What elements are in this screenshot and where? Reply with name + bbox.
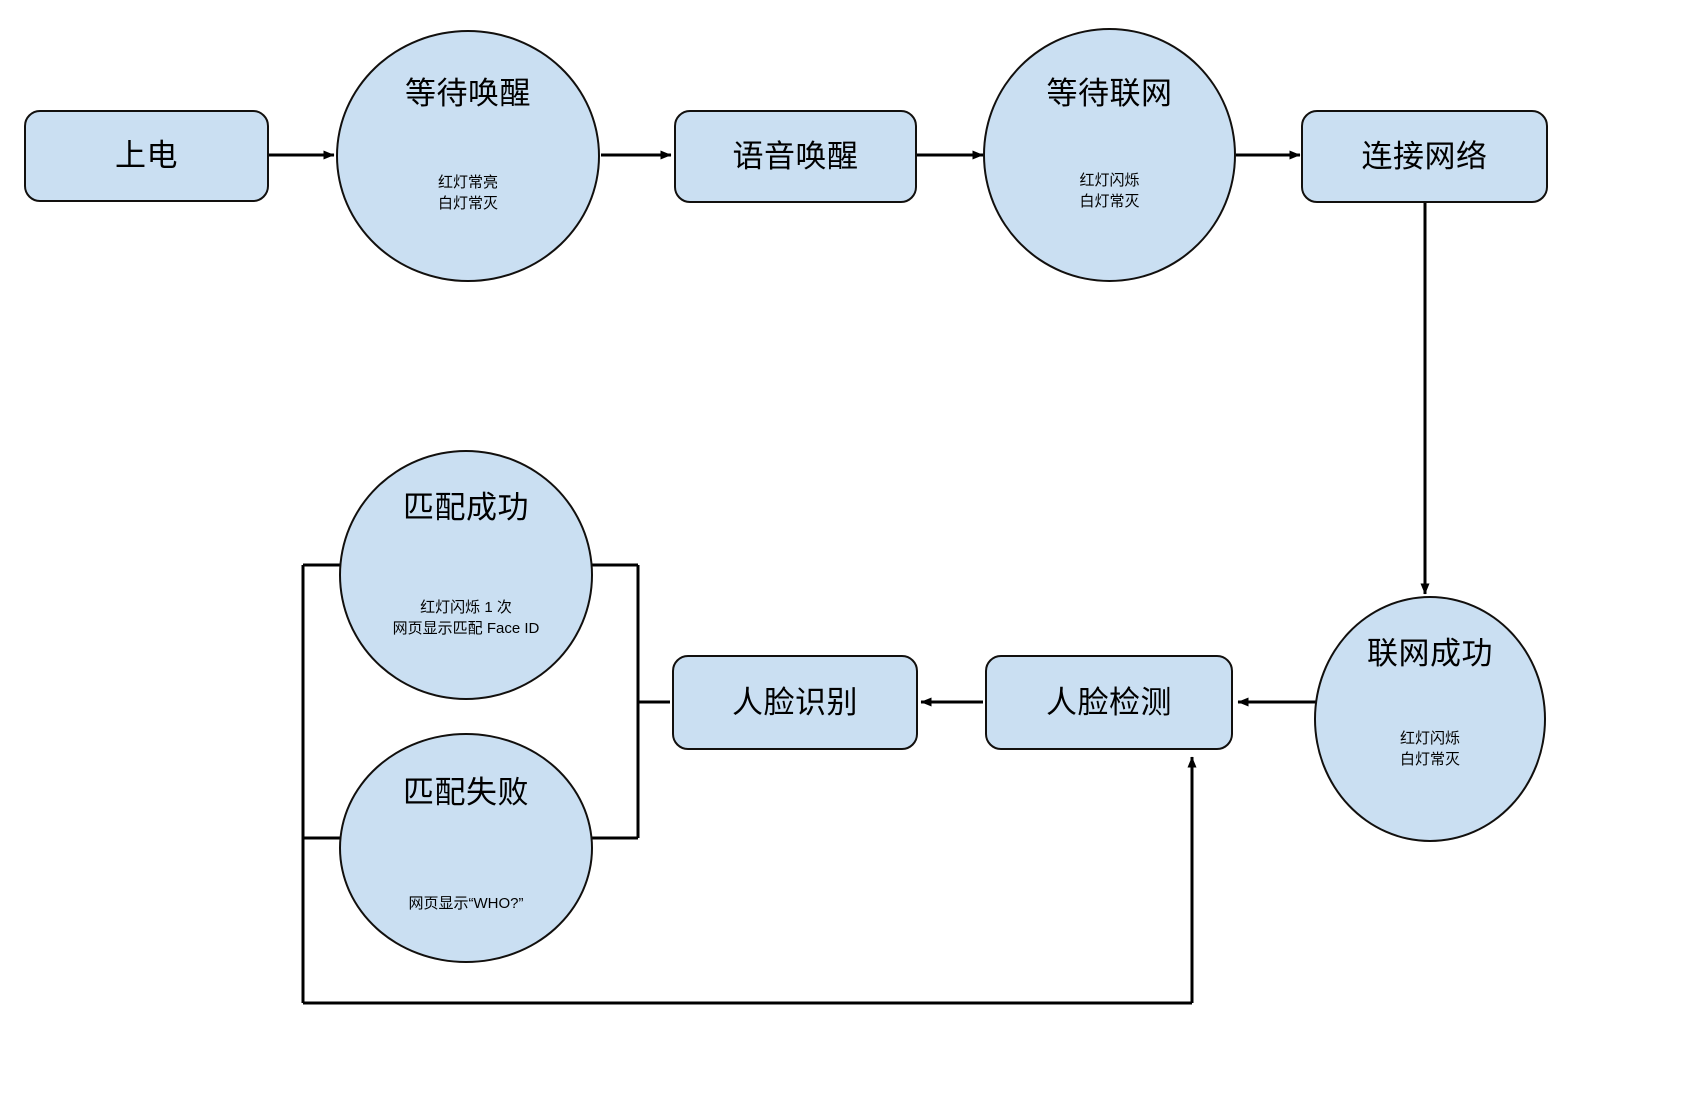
- sub-line: 红灯闪烁 1 次: [420, 598, 512, 616]
- node-voice-wakeup-title: 语音唤醒: [732, 138, 859, 174]
- node-face-recognize[interactable]: 人脸识别: [672, 655, 918, 750]
- node-power-on-title: 上电: [115, 138, 178, 174]
- node-wait-network-sub: 红灯闪烁 白灯常灭: [1079, 170, 1139, 214]
- node-face-detect-title: 人脸检测: [1046, 684, 1172, 720]
- node-wait-wakeup-sub: 红灯常亮 白灯常灭: [438, 172, 498, 216]
- sub-line: 网页显示匹配 Face ID: [392, 620, 540, 638]
- node-match-success-sub: 红灯闪烁 1 次 网页显示匹配 Face ID: [393, 597, 540, 641]
- node-network-success-sub: 红灯闪烁 白灯常灭: [1400, 728, 1460, 772]
- node-connect-network[interactable]: 连接网络: [1301, 110, 1548, 203]
- node-network-success-title: 联网成功: [1367, 636, 1493, 671]
- sub-line: 网页显示“WHO?”: [408, 894, 524, 912]
- node-match-fail-sub: 网页显示“WHO?”: [409, 893, 524, 915]
- sub-line: 白灯常灭: [437, 195, 498, 213]
- node-network-success[interactable]: 联网成功 红灯闪烁 白灯常灭: [1314, 596, 1546, 842]
- node-match-fail-title: 匹配失败: [403, 775, 529, 810]
- node-match-success-title: 匹配成功: [403, 490, 529, 525]
- node-power-on[interactable]: 上电: [24, 110, 269, 202]
- sub-line: 红灯常亮: [437, 173, 498, 191]
- node-wait-network-title: 等待联网: [1046, 76, 1173, 111]
- sub-line: 白灯常灭: [1079, 193, 1140, 211]
- node-wait-wakeup[interactable]: 等待唤醒 红灯常亮 白灯常灭: [336, 30, 600, 282]
- node-match-fail[interactable]: 匹配失败 网页显示“WHO?”: [339, 733, 593, 963]
- sub-line: 红灯闪烁: [1079, 171, 1140, 189]
- node-match-success[interactable]: 匹配成功 红灯闪烁 1 次 网页显示匹配 Face ID: [339, 450, 593, 700]
- node-wait-wakeup-title: 等待唤醒: [405, 76, 531, 111]
- sub-line: 白灯常灭: [1399, 751, 1460, 769]
- node-wait-network[interactable]: 等待联网 红灯闪烁 白灯常灭: [983, 28, 1236, 282]
- node-voice-wakeup[interactable]: 语音唤醒: [674, 110, 917, 203]
- node-face-recognize-title: 人脸识别: [732, 684, 858, 720]
- node-connect-network-title: 连接网络: [1361, 138, 1488, 174]
- node-face-detect[interactable]: 人脸检测: [985, 655, 1233, 750]
- sub-line: 红灯闪烁: [1399, 729, 1460, 747]
